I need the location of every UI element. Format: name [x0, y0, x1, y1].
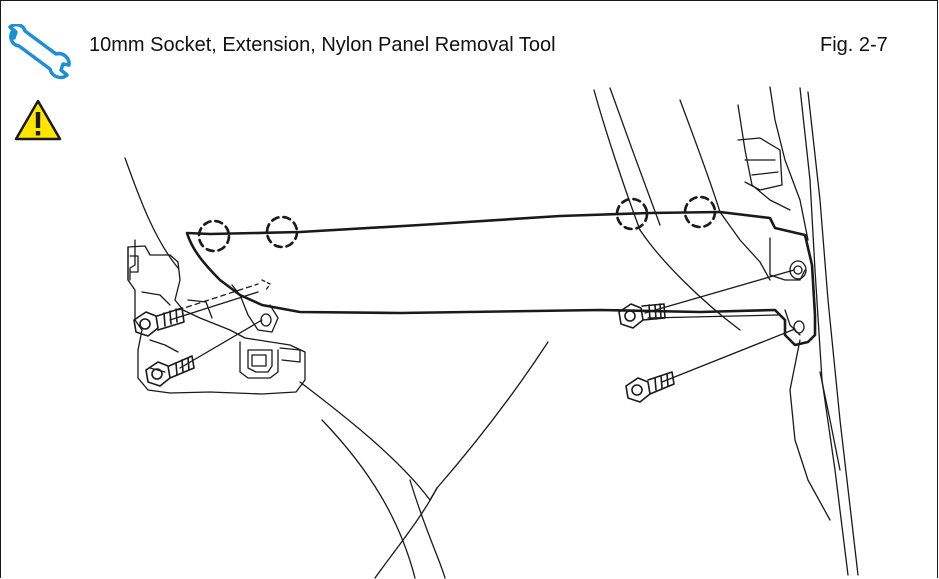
clip-circle [615, 197, 649, 231]
warning-triangle-icon [14, 99, 62, 141]
a-pillar-outer [799, 87, 849, 576]
bolt [145, 355, 195, 387]
figure-label: Fig. 2-7 [820, 34, 888, 56]
clip-circle [197, 219, 231, 253]
dash-left-contour-lower [129, 239, 136, 281]
bolt [133, 307, 185, 337]
bolt [618, 303, 666, 329]
bolt [625, 371, 675, 403]
clip-circle [265, 215, 299, 249]
clip-circle [683, 195, 717, 229]
dash-left-contour [124, 157, 179, 269]
required-tools-text: 10mm Socket, Extension, Nylon Panel Remo… [89, 34, 556, 56]
trim-panel [185, 210, 817, 347]
wrench-icon [8, 24, 71, 80]
